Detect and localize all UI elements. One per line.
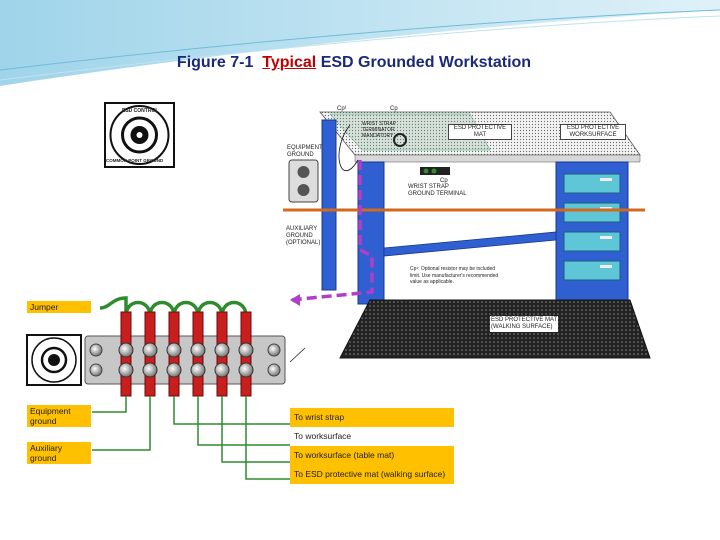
connection-walking-mat: To ESD protective mat (walking surface) [294,469,446,479]
terminal-screw [238,342,254,358]
ground-wire [289,160,374,302]
label-auxiliary-ground: Auxiliary ground [27,442,91,464]
wall-outlet [288,159,319,203]
label-jumper: Jumper [27,301,91,313]
terminal-screw [166,342,182,358]
drawer [563,260,621,281]
annotation-wrist-strap-mandatory: WRIST STRAP TERMINATOR MANDATORY [362,121,397,139]
bench-leg-left [357,161,385,305]
slide-title: Figure 7-1 Typical ESD Grounded Workstat… [0,54,708,72]
header-swoosh [0,0,720,86]
connection-list: To wrist strap To worksurface To worksur… [290,408,454,484]
drawer [563,231,621,252]
terminal-screw [214,342,230,358]
annotation-cp-d: Cp¹ [398,300,408,306]
annotation-auxiliary-ground: AUXILIARY GROUND (OPTIONAL) [286,226,321,246]
annotation-cp1: Cp¹ [337,106,347,112]
title-highlight: Typical [262,54,317,71]
terminal-screw [214,362,230,378]
annotation-wrist-strap-terminal: WRIST STRAP GROUND TERMINAL [408,184,467,198]
connection-wrist-strap: To wrist strap [294,412,345,422]
title-suffix: ESD Grounded Workstation [320,54,532,71]
drawer [563,202,621,223]
connection-worksurface: To worksurface [290,427,454,446]
annotation-cp-b: Cp [390,106,398,112]
ground-seal-top [104,102,175,168]
annotation-cp-c: Cp [440,178,448,184]
annotation-esd-mat: ESD PROTECTIVE MAT [448,124,512,140]
annotation-equipment-ground: EQUIPMENT GROUND [287,145,323,158]
title-prefix: Figure 7-1 [176,54,254,71]
ground-seal-bottom [26,334,82,386]
wrist-strap-coil [393,133,407,147]
label-equipment-ground: Equipment ground [27,405,91,427]
terminal-block [84,335,286,385]
seal-top-text: ESD CONTROL [122,108,159,114]
terminal-screw [190,362,206,378]
terminal-screw [166,362,182,378]
seal-bottom-text: COMMON POINT GROUND [106,158,164,163]
terminal-screw [142,362,158,378]
terminal-screw [118,362,134,378]
terminal-screw [238,362,254,378]
drawer [563,173,621,194]
terminal-screw [118,342,134,358]
lead-wires [92,396,290,480]
connection-table-mat: To worksurface (table mat) [294,450,395,460]
terminal-screw [142,342,158,358]
annotation-esd-worksurface: ESD PROTECTIVE WORKSURFACE [560,124,626,140]
terminal-screw [190,342,206,358]
annotation-optional-resistor: Cp¹: Optional resistor may be included l… [410,266,499,285]
table-mat [329,113,491,151]
annotation-floor-mat: ESD PROTECTIVE MAT (WALKING SURFACE) [490,316,559,332]
